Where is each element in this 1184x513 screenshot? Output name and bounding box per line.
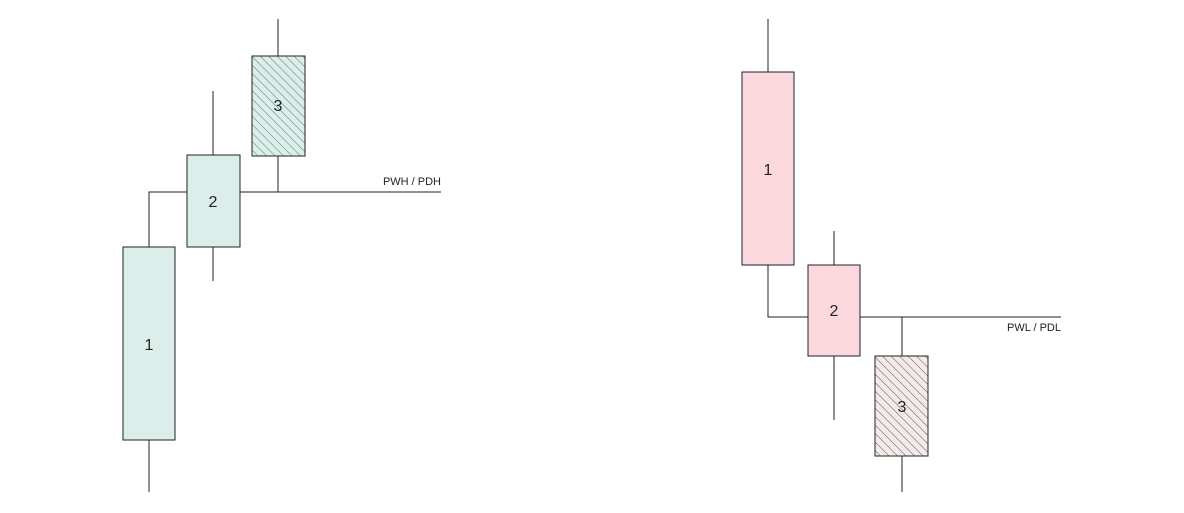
bullish-candle-1-body [122,246,176,441]
bearish-candle-1 [741,19,795,266]
bearish-candle-1-body [741,71,795,266]
bullish-labels: 1 2 3 PWH / PDH [145,98,442,354]
bearish-setup [741,19,1061,492]
bearish-connector [767,265,808,318]
bullish-candle-2-body [186,154,241,248]
bearish-labels: 1 2 3 PWL / PDL [764,162,1061,416]
bearish-candle-1-label: 1 [764,162,773,179]
bullish-connector [148,191,187,247]
bullish-candle-2-label: 2 [209,194,218,211]
bearish-candle-2-body [807,264,861,357]
bullish-candle-1 [122,246,176,492]
bullish-candle-3-body [251,55,306,157]
bullish-level-label: PWH / PDH [383,176,441,188]
bullish-candle-3-label: 3 [274,98,283,115]
bearish-candle-2-label: 2 [830,303,839,320]
bearish-candle-3-body [874,355,929,457]
bearish-level-label: PWL / PDL [1007,322,1061,334]
bullish-candle-3 [251,19,306,192]
bearish-candle-2 [807,231,861,420]
bearish-candle-3-label: 3 [898,399,907,416]
bearish-candle-3 [874,317,929,492]
bullish-candle-1-label: 1 [145,337,154,354]
bullish-setup [122,19,441,492]
bullish-candle-2 [186,91,241,281]
